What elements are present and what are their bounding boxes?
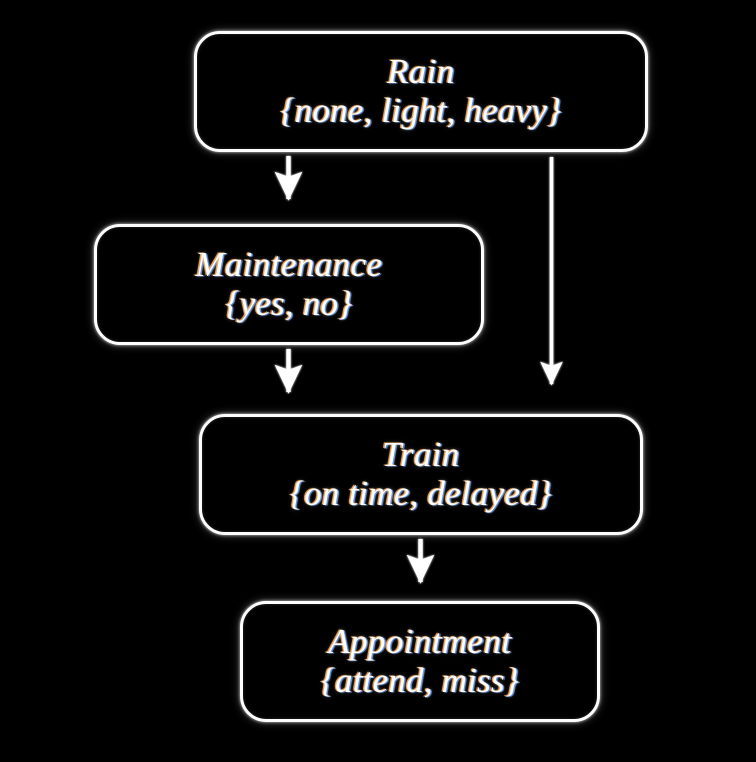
node-train[interactable]: Train {on time, delayed}: [199, 414, 643, 535]
node-appointment-label: Appointment: [328, 622, 512, 662]
node-appointment[interactable]: Appointment {attend, miss}: [240, 601, 600, 722]
node-maintenance[interactable]: Maintenance {yes, no}: [94, 224, 484, 345]
node-rain-states: {none, light, heavy}: [280, 90, 562, 130]
node-train-label: Train: [382, 435, 460, 475]
node-maintenance-states: {yes, no}: [225, 283, 353, 323]
node-maintenance-label: Maintenance: [195, 245, 383, 285]
node-rain[interactable]: Rain {none, light, heavy}: [194, 31, 648, 152]
node-rain-label: Rain: [387, 52, 455, 92]
node-appointment-states: {attend, miss}: [320, 660, 520, 700]
node-train-states: {on time, delayed}: [290, 473, 552, 513]
